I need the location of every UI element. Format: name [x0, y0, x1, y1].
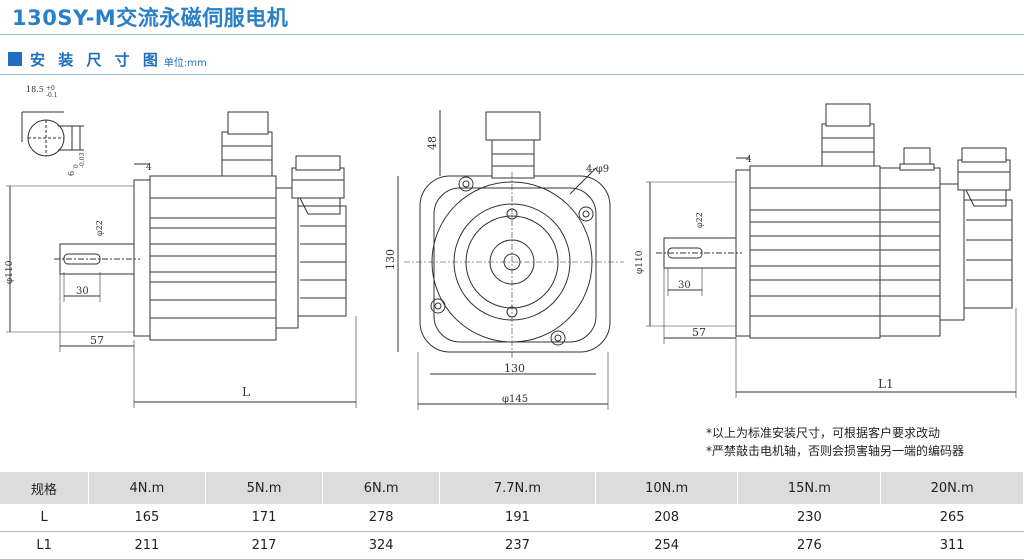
- shaft-length: 57: [90, 334, 104, 347]
- front-view: 48 4-φ9 130 130 φ145: [384, 110, 624, 410]
- header-4nm: 4N.m: [88, 472, 206, 504]
- table-cell: 208: [595, 504, 738, 532]
- table-cell: 171: [205, 504, 323, 532]
- pilot-diameter-long: φ110: [635, 250, 645, 274]
- table-cell: 276: [737, 531, 881, 560]
- section-title: 安 装 尺 寸 图: [30, 50, 162, 69]
- top-height: 48: [426, 136, 439, 150]
- pilot-diameter: φ110: [5, 260, 15, 284]
- notes: *以上为标准安装尺寸，可根据客户要求改动 *严禁敲击电机轴，否则会损害轴另一端的…: [706, 424, 964, 460]
- shaft-diameter: φ22: [95, 220, 104, 236]
- overall-length-l1: L1: [878, 377, 894, 391]
- key-length-long: 30: [678, 280, 691, 291]
- pitch-circle-diameter: φ145: [502, 394, 528, 405]
- header-20nm: 20N.m: [880, 472, 1024, 504]
- front-height: 130: [384, 249, 397, 270]
- table-cell: 237: [439, 531, 596, 560]
- spec-table: 规格 4N.m 5N.m 6N.m 7.7N.m 10N.m 15N.m 20N…: [0, 472, 1024, 560]
- svg-text:0: 0: [73, 164, 80, 168]
- table-cell: 278: [322, 504, 440, 532]
- shaft-diameter-long: φ22: [695, 212, 704, 228]
- section-marker-icon: [8, 52, 22, 66]
- table-cell: L: [0, 504, 89, 532]
- side-view-short: 18.5 +0 -0.1 6 0 -0.03: [5, 85, 357, 408]
- table-cell: L1: [0, 531, 89, 560]
- keyway-depth: 6: [67, 171, 76, 176]
- table-cell: 311: [880, 531, 1024, 560]
- note-2: *严禁敲击电机轴，否则会损害轴另一端的编码器: [706, 444, 965, 458]
- note-1: *以上为标准安装尺寸，可根据客户要求改动: [706, 426, 941, 440]
- page-title: 130SY-M交流永磁伺服电机: [12, 6, 289, 30]
- installation-drawing: 18.5 +0 -0.1 6 0 -0.03: [5, 85, 1017, 410]
- table-row: L 165 171 278 191 208 230 265: [0, 504, 1024, 532]
- header-7-7nm: 7.7N.m: [439, 472, 596, 504]
- table-cell: 265: [880, 504, 1024, 532]
- svg-text:-0.1: -0.1: [46, 92, 58, 99]
- mounting-holes: 4-φ9: [586, 164, 609, 175]
- header-6nm: 6N.m: [322, 472, 441, 504]
- table-cell: 324: [322, 531, 440, 560]
- svg-text:+0: +0: [46, 85, 55, 92]
- table-cell: 217: [205, 531, 323, 560]
- section-divider: [0, 74, 1024, 75]
- header-15nm: 15N.m: [737, 472, 882, 504]
- section-header: 安 装 尺 寸 图 单位:mm: [8, 48, 207, 70]
- table-cell: 230: [737, 504, 881, 532]
- table-cell: 165: [88, 504, 206, 532]
- header-spec: 规格: [0, 472, 89, 504]
- side-view-long: 4 φ110 φ22 30 57 L1: [635, 103, 1017, 398]
- svg-text:-0.03: -0.03: [79, 152, 86, 168]
- header-10nm: 10N.m: [595, 472, 739, 504]
- shaft-length-long: 57: [692, 326, 706, 339]
- table-row: L1 211 217 324 237 254 276 311: [0, 531, 1024, 560]
- overall-length-l: L: [242, 385, 250, 399]
- table-header-row: 规格 4N.m 5N.m 6N.m 7.7N.m 10N.m 15N.m 20N…: [0, 472, 1024, 504]
- keyway-width: 18.5: [26, 85, 44, 94]
- key-length: 30: [76, 286, 89, 297]
- front-width: 130: [504, 362, 525, 375]
- table-cell: 191: [439, 504, 596, 532]
- header-5nm: 5N.m: [205, 472, 324, 504]
- unit-label: 单位:mm: [163, 57, 207, 69]
- table-cell: 254: [595, 531, 738, 560]
- flange-offset: 4: [146, 163, 152, 173]
- title-divider: [0, 34, 1024, 35]
- flange-offset-long: 4: [746, 155, 752, 165]
- table-cell: 211: [88, 531, 206, 560]
